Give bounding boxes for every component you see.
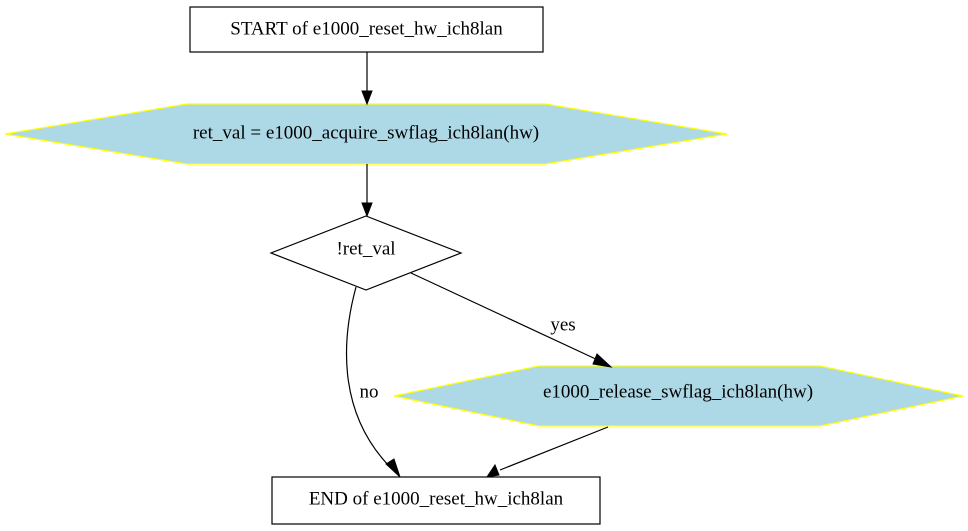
edge-acquire-to-decision-arrowhead xyxy=(361,202,373,218)
end-node: END of e1000_reset_hw_ich8lan xyxy=(271,476,601,525)
edge-acquire-to-decision xyxy=(361,164,373,218)
edge-yes-line xyxy=(410,272,601,362)
end-node-label: END of e1000_reset_hw_ich8lan xyxy=(309,488,564,509)
edge-decision-to-release-yes: yes xyxy=(410,272,613,368)
acquire-node: ret_val = e1000_acquire_swflag_ich8lan(h… xyxy=(4,103,728,165)
end-node-box xyxy=(271,476,601,525)
start-node-label: START of e1000_reset_hw_ich8lan xyxy=(230,18,503,39)
decision-node-shape xyxy=(269,215,463,291)
start-node: START of e1000_reset_hw_ich8lan xyxy=(189,6,544,53)
start-node-box xyxy=(189,6,544,53)
edge-yes-label: yes xyxy=(550,314,575,335)
acquire-node-label: ret_val = e1000_acquire_swflag_ich8lan(h… xyxy=(193,122,539,143)
edge-yes-arrowhead xyxy=(592,353,613,368)
release-node-shape xyxy=(393,365,964,427)
edge-release-to-end xyxy=(485,426,609,478)
decision-node: !ret_val xyxy=(269,215,463,291)
edge-release-to-end-line xyxy=(499,426,609,471)
edge-release-to-end-arrowhead xyxy=(485,463,500,478)
edge-no-label: no xyxy=(360,381,379,402)
edge-no-line xyxy=(345,286,391,468)
edge-no-arrowhead xyxy=(385,458,401,478)
edge-start-to-acquire-arrowhead xyxy=(361,90,373,106)
release-node: e1000_release_swflag_ich8lan(hw) xyxy=(393,365,964,427)
edge-start-to-acquire xyxy=(361,52,373,106)
acquire-node-shape xyxy=(4,103,728,165)
release-node-label: e1000_release_swflag_ich8lan(hw) xyxy=(543,381,813,402)
decision-node-label: !ret_val xyxy=(336,238,395,259)
edge-decision-to-end-no: no xyxy=(345,286,401,478)
